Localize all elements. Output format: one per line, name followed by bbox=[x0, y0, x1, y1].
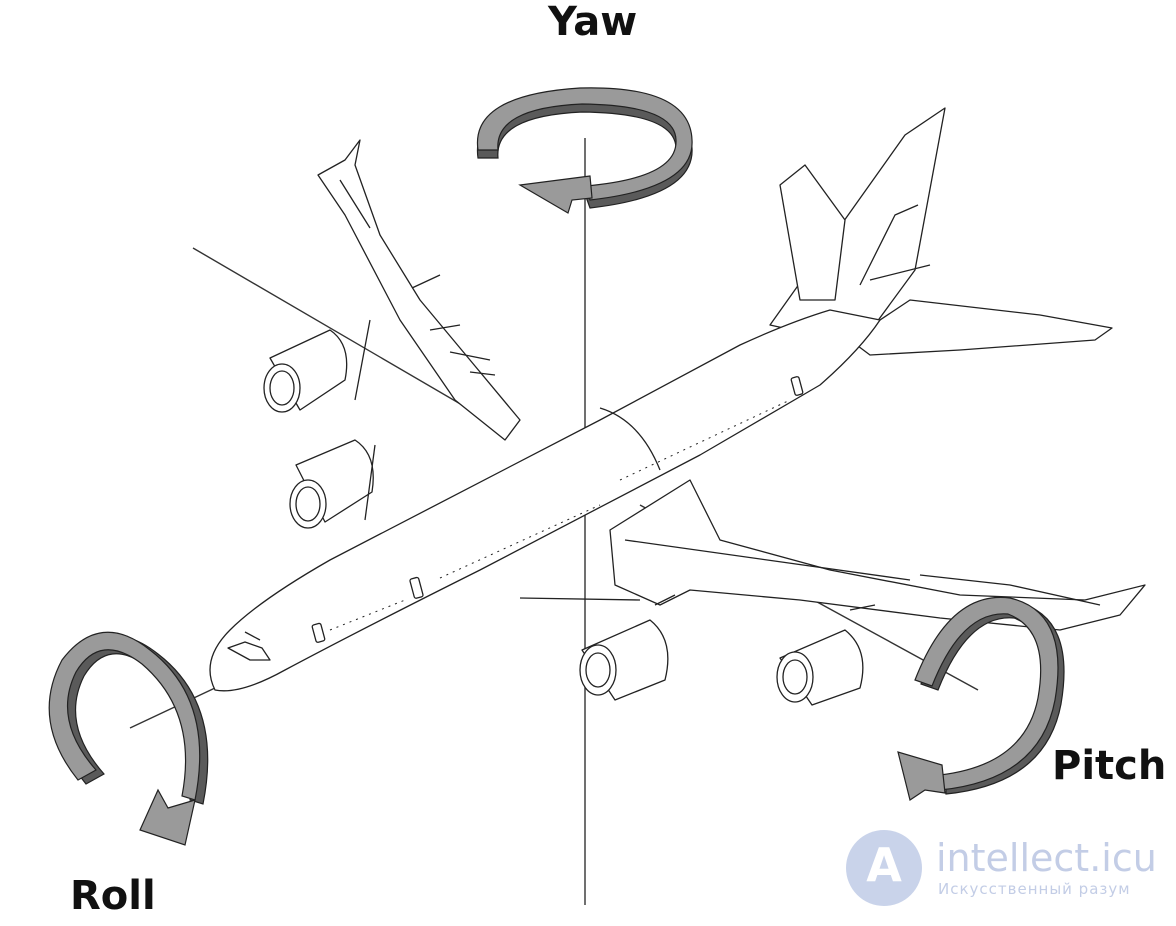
watermark-logo-icon bbox=[846, 830, 922, 906]
engine-intake bbox=[776, 651, 814, 703]
door bbox=[311, 622, 326, 643]
horizontal-stabilizer-far bbox=[779, 164, 846, 301]
left-wing-flap bbox=[339, 179, 496, 376]
horizontal-stabilizer-near bbox=[849, 299, 1113, 356]
watermark-tagline: Искусственный разум bbox=[938, 880, 1131, 898]
left-wing bbox=[317, 139, 521, 441]
roll-label: Roll bbox=[70, 873, 156, 919]
yaw-label: Yaw bbox=[548, 0, 638, 45]
roll-axis bbox=[129, 687, 216, 729]
right-engines bbox=[519, 594, 876, 706]
yaw-arrowhead bbox=[518, 175, 593, 214]
pitch-axis-left bbox=[192, 247, 506, 431]
left-engines bbox=[263, 319, 376, 529]
watermark: A intellect.icu Искусственный разум bbox=[846, 830, 1166, 906]
pitch-rotation-arrow bbox=[897, 596, 1065, 801]
window-row bbox=[329, 399, 791, 631]
door bbox=[790, 376, 804, 396]
cockpit-windows bbox=[227, 641, 271, 661]
roll-arrowhead bbox=[139, 788, 196, 846]
pitch-arrowhead bbox=[897, 751, 946, 801]
engine-intake bbox=[579, 644, 617, 696]
watermark-site: intellect.icu bbox=[936, 836, 1157, 880]
door bbox=[409, 576, 424, 599]
pitch-label: Pitch bbox=[1052, 743, 1167, 789]
roll-rotation-arrow bbox=[48, 631, 209, 846]
watermark-logo-letter: A bbox=[866, 838, 902, 892]
right-wing bbox=[609, 479, 1146, 631]
yaw-rotation-arrow bbox=[476, 87, 693, 214]
airplane bbox=[209, 107, 1146, 706]
fuselage bbox=[209, 309, 881, 692]
